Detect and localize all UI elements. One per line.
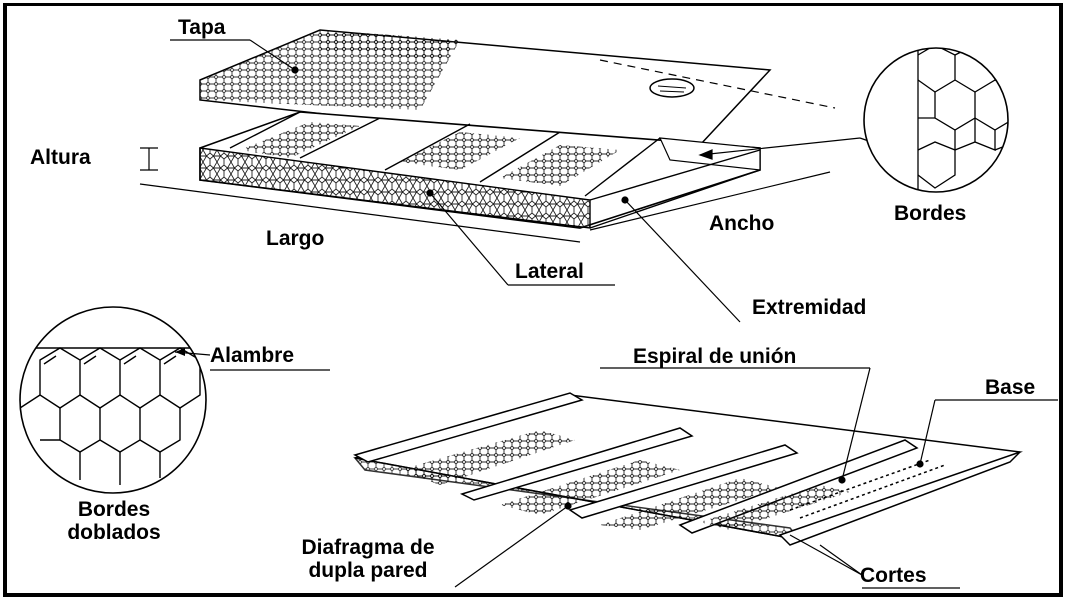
label-alambre: Alambre xyxy=(210,344,295,367)
dimension-lines xyxy=(139,137,861,243)
label-altura: Altura xyxy=(30,146,91,169)
label-extremidad: Extremidad xyxy=(752,296,867,319)
label-diafragma-line2: dupla pared xyxy=(308,559,428,583)
leader-lines-bottom xyxy=(454,367,1058,589)
label-tapa: Tapa xyxy=(178,16,226,39)
label-diafragma: Diafragma de dupla pared xyxy=(268,536,468,582)
label-bordes-doblados: Bordes doblados xyxy=(52,498,176,544)
mattress-box xyxy=(199,111,761,229)
diagram-frame xyxy=(3,3,1063,597)
bordes-doblados-detail-circle xyxy=(19,306,330,494)
lid-panel xyxy=(199,29,836,146)
label-base: Base xyxy=(985,376,1036,399)
leader-lines-top xyxy=(170,39,881,323)
label-lateral: Lateral xyxy=(515,260,584,283)
label-ancho: Ancho xyxy=(709,212,775,235)
label-bordes: Bordes xyxy=(894,202,967,225)
label-largo: Largo xyxy=(266,227,325,250)
bordes-detail-circle xyxy=(863,47,1009,193)
base-panel xyxy=(353,392,1023,546)
label-espiral-de-union: Espiral de unión xyxy=(633,345,797,368)
label-bordes-doblados-line1: Bordes xyxy=(77,498,151,521)
label-cortes: Cortes xyxy=(860,564,927,587)
label-bordes-doblados-line2: doblados xyxy=(67,521,161,545)
label-diafragma-line1: Diafragma de xyxy=(301,536,435,559)
